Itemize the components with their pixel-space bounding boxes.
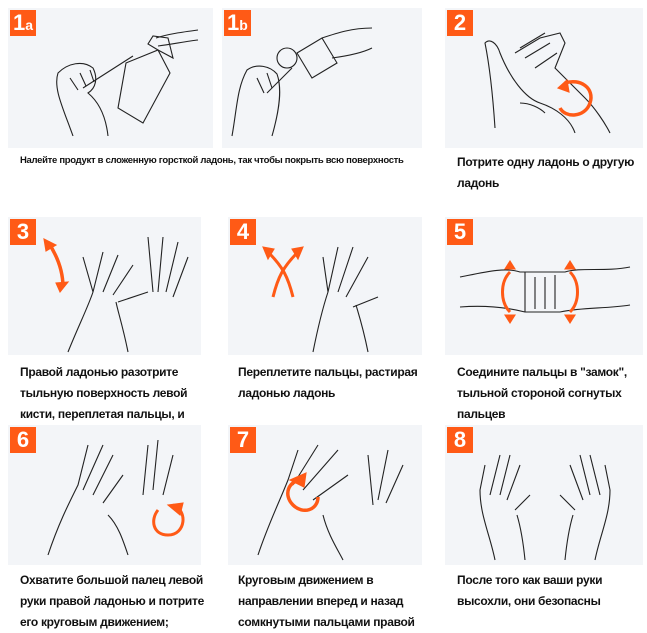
step-badge: 1a [10,10,37,36]
step-6-illustration: 6 [8,425,201,565]
step-4-illustration: 4 [228,217,422,355]
step-caption: Переплетите пальцы, растирая ладонью лад… [238,365,418,400]
hand-pouring-bottle-icon [231,27,373,137]
step-caption: После того как ваши руки высохли, они бе… [457,573,603,608]
open-hands-icon [479,454,611,561]
interlaced-fingers-icon [262,246,379,353]
step-badge: 7 [230,427,256,453]
step-1b-illustration: 1b [222,8,422,148]
step-5-illustration: 5 [445,217,643,355]
step-7-illustration: 7 [228,425,422,565]
step-badge: 4 [230,219,256,245]
hand-back-rub-icon [43,236,189,353]
fingertip-rub-icon [257,444,404,561]
step-caption: Охватите большой палец левой руки правой… [20,573,204,629]
step-caption: Потрите одну ладонь о другую ладонь [457,155,635,190]
step-caption: Круговым движением в направлении вперед … [238,573,415,629]
hand-pouring-pump-bottle-icon [56,29,199,137]
step-badge: 8 [447,427,473,453]
step-badge: 6 [10,427,36,453]
step-caption: Налейте продукт в сложенную горсткой лад… [20,155,404,166]
step-caption: Соедините пальцы в "замок", тыльной стор… [457,365,627,421]
thumb-rub-icon [47,439,185,556]
step-badge: 2 [447,10,473,36]
step-badge: 1b [224,10,251,36]
rubbing-palms-icon [484,32,611,134]
step-badge: 5 [447,219,473,245]
step-3-illustration: 3 [8,217,201,355]
locked-fingers-icon [459,259,631,325]
step-caption: Правой ладонью разотрите тыльную поверхн… [20,365,188,421]
step-2-illustration: 2 [445,8,643,148]
step-8-illustration: 8 [445,425,643,565]
step-1a-illustration: 1a [8,8,213,148]
step-badge: 3 [10,219,36,245]
